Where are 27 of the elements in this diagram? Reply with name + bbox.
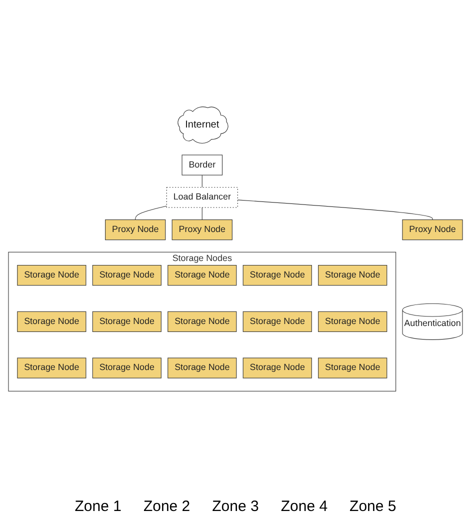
node-box: Storage Node xyxy=(168,264,237,286)
node-box: Border xyxy=(182,154,223,176)
node-box: Storage Node xyxy=(318,264,388,286)
node-box: Storage Node xyxy=(17,311,86,332)
node-box: Storage Node xyxy=(17,358,86,378)
zone-label: Zone 5 xyxy=(350,498,396,515)
node-box: Storage Node xyxy=(92,311,162,332)
node-box: Proxy Node xyxy=(172,219,232,240)
node-box: Proxy Node xyxy=(105,219,166,240)
node-box: Storage Node xyxy=(17,264,86,286)
node-box: Storage Node xyxy=(168,311,237,332)
node-box: Storage Node xyxy=(92,264,162,286)
node-box: Load Balancer xyxy=(166,187,238,208)
zone-label: Zone 2 xyxy=(143,498,190,515)
node-box: Storage Node xyxy=(242,311,312,332)
node-box: Storage Node xyxy=(242,264,312,286)
connector xyxy=(135,206,167,220)
node-box: Storage Node xyxy=(318,358,388,378)
node-box: Storage Node xyxy=(168,358,237,378)
node-box: Storage Node xyxy=(318,311,388,332)
node-box: Storage Node xyxy=(242,358,312,378)
node-box: Storage Node xyxy=(92,358,162,378)
zone-label: Zone 1 xyxy=(74,498,122,515)
node-box: Proxy Node xyxy=(402,219,463,240)
zone-label: Zone 4 xyxy=(280,498,328,515)
zone-label: Zone 3 xyxy=(212,498,259,515)
connector xyxy=(237,200,433,220)
